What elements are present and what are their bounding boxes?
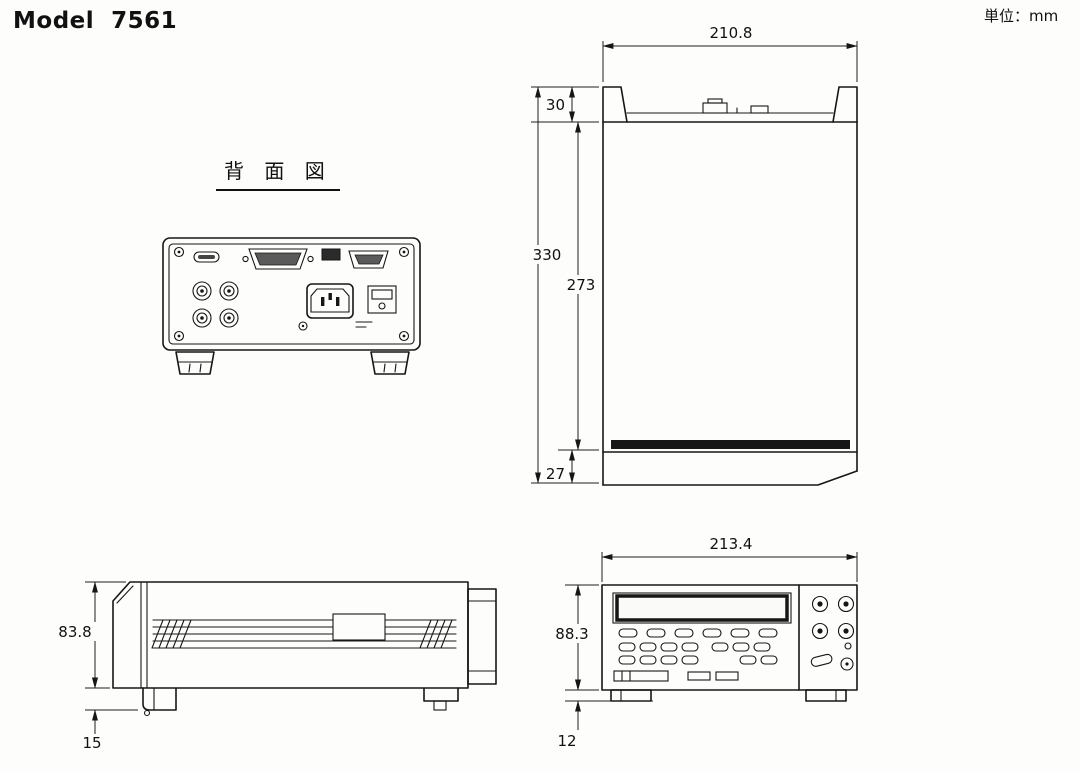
dim-top-width: 210.8	[710, 24, 753, 42]
fuse-holder	[367, 285, 397, 314]
side-view-drawing	[112, 581, 497, 717]
binding-posts	[192, 281, 239, 328]
page-title: Model 7561	[13, 8, 178, 34]
dim-rear-offset: 30	[546, 96, 565, 114]
side-view-dimensions: 83.8 15	[55, 581, 138, 752]
front-view-drawing	[601, 584, 858, 702]
dim-front-height: 88.3	[555, 625, 588, 643]
ground-screw	[298, 321, 308, 331]
gpib-connector	[242, 248, 314, 270]
rear-panel-side	[467, 588, 497, 685]
front-feet	[610, 689, 847, 702]
vent-slot	[193, 251, 220, 263]
dim-front-width: 213.4	[710, 535, 753, 553]
top-rear-connectors	[702, 98, 769, 114]
top-view-drawing	[602, 86, 858, 486]
dim-total-depth: 330	[533, 246, 562, 264]
corner-screws	[173, 246, 410, 342]
bottom-controls	[613, 670, 739, 682]
power-inlet	[306, 283, 354, 319]
dim-side-height: 83.8	[58, 623, 91, 641]
front-terminals	[810, 595, 855, 671]
unit-label: 単位：mm	[984, 7, 1059, 25]
side-label-plate	[332, 613, 386, 641]
dim-side-foot: 15	[82, 734, 101, 752]
front-panel-edge	[611, 440, 850, 449]
side-feet	[142, 687, 459, 717]
rear-feet	[175, 351, 410, 375]
dim-front-foot: 12	[557, 732, 576, 750]
front-view-dimensions: 213.4 88.3 12	[551, 535, 858, 750]
dim-front-offset: 27	[546, 465, 565, 483]
aux-connector	[348, 250, 389, 269]
label-marks	[355, 321, 373, 328]
rear-switch	[321, 248, 341, 261]
top-view-dimensions: 210.8 30 330 273 27	[526, 24, 858, 484]
display-window	[612, 592, 792, 624]
dim-body-depth: 273	[567, 276, 596, 294]
button-rows	[618, 628, 778, 665]
rear-view-drawing	[162, 237, 421, 375]
rear-view-label: 背 面 図	[216, 155, 340, 191]
vent-slots	[151, 619, 457, 649]
